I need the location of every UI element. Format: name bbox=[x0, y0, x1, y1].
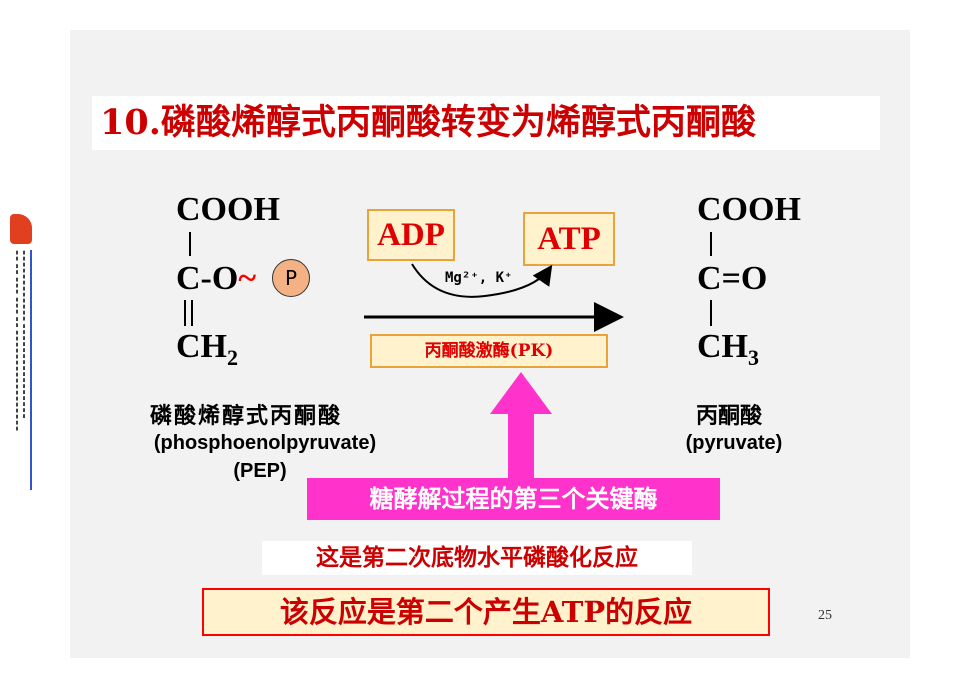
logo-icon bbox=[10, 214, 32, 244]
slide-title: 10.磷酸烯醇式丙酮酸转变为烯醇式丙酮酸 bbox=[92, 96, 880, 150]
pep-double-bond-a bbox=[184, 300, 186, 326]
pyruvate-bond-bottom bbox=[710, 300, 712, 326]
pep-double-bond-b bbox=[191, 300, 193, 326]
atp-box: ATP bbox=[523, 212, 615, 266]
high-energy-bond: ~ bbox=[238, 260, 257, 297]
pep-name-en: (phosphoenolpyruvate) bbox=[153, 432, 377, 454]
phosphate-circle: P bbox=[272, 259, 310, 297]
page-number: 25 bbox=[818, 608, 832, 623]
enzyme-label: 丙酮酸激酶(PK) bbox=[370, 334, 608, 368]
pep-abbr: (PEP) bbox=[233, 460, 287, 482]
pep-name-cn: 磷酸烯醇式丙酮酸 bbox=[150, 403, 343, 429]
key-enzyme-note: 糖酵解过程的第三个关键酶 bbox=[307, 478, 720, 520]
reaction-arrows bbox=[364, 263, 624, 332]
pyruvate-bond-top bbox=[710, 232, 712, 256]
pyruvate-ch3: CH3 bbox=[697, 328, 759, 370]
pep-c-o: C-O~ bbox=[176, 260, 257, 297]
substrate-level-note: 这是第二次底物水平磷酸化反应 bbox=[262, 541, 692, 575]
pyruvate-name-cn: 丙酮酸 bbox=[696, 403, 763, 429]
pyruvate-cooh: COOH bbox=[697, 191, 801, 228]
pep-ch2: CH2 bbox=[176, 328, 238, 370]
cofactors-label: Mg²⁺, K⁺ bbox=[445, 270, 513, 286]
cofactor-curved-arrow bbox=[411, 263, 553, 298]
pep-single-bond bbox=[189, 232, 191, 256]
adp-box: ADP bbox=[367, 209, 455, 261]
pyruvate-name-en: (pyruvate) bbox=[685, 432, 783, 454]
pyruvate-c-o: C=O bbox=[697, 260, 768, 297]
pep-cooh: COOH bbox=[176, 191, 280, 228]
magenta-up-arrow bbox=[490, 372, 552, 480]
atp-note: 该反应是第二个产生ATP的反应 bbox=[202, 588, 770, 636]
